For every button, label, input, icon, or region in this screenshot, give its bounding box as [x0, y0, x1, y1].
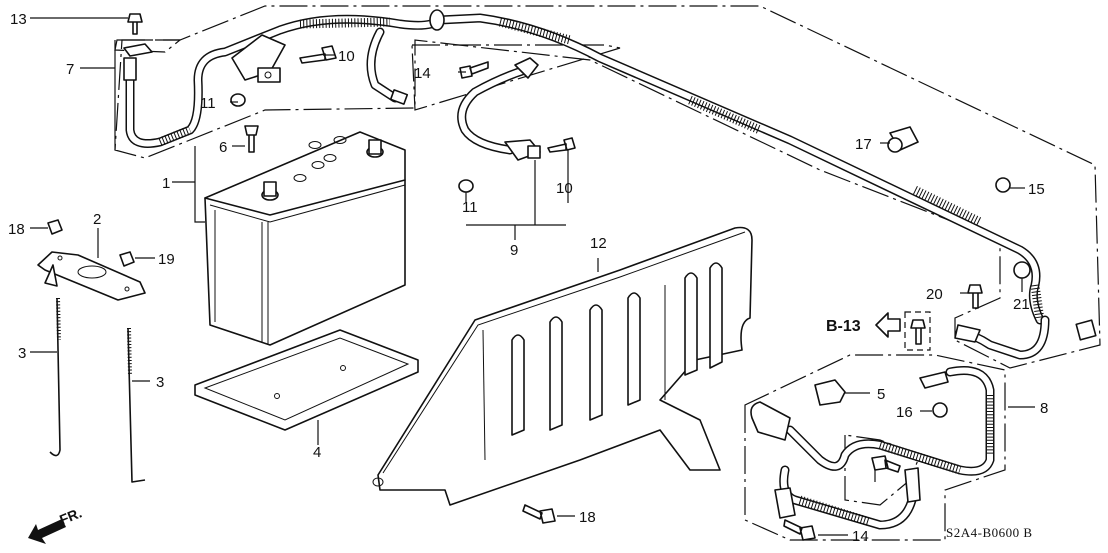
callout-10a: 10 — [338, 48, 355, 65]
callout-14a: 14 — [414, 65, 431, 82]
reference-b13[interactable]: B-13 — [826, 312, 901, 338]
leader-lines — [30, 17, 1035, 536]
callout-labels: 13 7 10 11 6 1 14 10 11 9 12 18 2 19 3 3… — [8, 11, 1048, 545]
bolt-21 — [871, 455, 901, 473]
callout-6: 5 — [877, 386, 885, 403]
front-label: FR. — [57, 504, 84, 527]
positive-cable-harness — [123, 9, 1097, 360]
callout-5: 6 — [219, 139, 227, 156]
bolt-13 — [127, 13, 143, 35]
battery — [204, 131, 406, 346]
clip-15b — [932, 402, 948, 418]
callout-12: 12 — [590, 235, 607, 252]
clamp-6 — [814, 379, 846, 406]
bolt-14a — [459, 61, 489, 79]
reference-label[interactable]: B-13 — [826, 318, 861, 335]
bolt-5 — [244, 125, 259, 153]
callout-2: 2 — [93, 211, 101, 228]
group-outlines — [114, 5, 1101, 541]
callout-17: 18 — [579, 509, 596, 526]
callout-18a: 18 — [8, 221, 25, 238]
callout-16: 17 — [855, 136, 872, 153]
callout-15a: 15 — [1028, 181, 1045, 198]
bolt-19 — [967, 284, 983, 309]
starter-cable-group-outline — [744, 354, 1006, 541]
callout-7: 7 — [66, 61, 74, 78]
bolt-14b — [783, 519, 816, 541]
front-arrow-icon — [28, 519, 66, 544]
callout-18b: 19 — [158, 251, 175, 268]
positive-cable-group-outline — [114, 5, 1101, 369]
cable-7-group-outline — [114, 39, 182, 53]
clip-15a — [995, 177, 1011, 193]
callout-11a: 11 — [200, 95, 216, 112]
hollow-left-arrow-icon — [875, 312, 901, 338]
clip-16-ring — [887, 137, 903, 153]
reference-bolt-box — [904, 311, 931, 351]
bolt-10b — [547, 137, 576, 153]
clip-20 — [1013, 261, 1031, 279]
heat-shield — [372, 226, 753, 506]
callout-19: 20 — [926, 286, 943, 303]
callout-9: 9 — [510, 242, 518, 259]
bolt-17 — [522, 504, 556, 524]
negative-cable — [457, 57, 541, 161]
callout-13: 13 — [10, 11, 27, 28]
callout-14b: 14 — [852, 528, 869, 545]
battery-tray — [194, 329, 419, 431]
fasteners — [127, 13, 1031, 541]
bolt-ref — [910, 319, 926, 345]
callout-4: 4 — [313, 444, 321, 461]
callout-3b: 3 — [156, 374, 164, 391]
nut-11b — [458, 179, 474, 193]
callout-10b: 10 — [556, 180, 573, 197]
callout-20: 21 — [1013, 296, 1030, 313]
front-direction-indicator: FR. — [28, 504, 84, 544]
starter-cable — [750, 366, 995, 530]
hold-down-hardware — [37, 219, 146, 483]
callout-1: 1 — [162, 175, 170, 192]
callout-11b: 11 — [462, 199, 478, 216]
callout-8: 8 — [1040, 400, 1048, 417]
negative-cable-group-outline — [411, 44, 621, 111]
diagram-code: S2A4-B0600 B — [946, 525, 1033, 540]
callout-3a: 3 — [18, 345, 26, 362]
callout-15b: 16 — [896, 404, 913, 421]
nut-11a — [230, 93, 246, 107]
bolt-10a — [299, 45, 337, 64]
